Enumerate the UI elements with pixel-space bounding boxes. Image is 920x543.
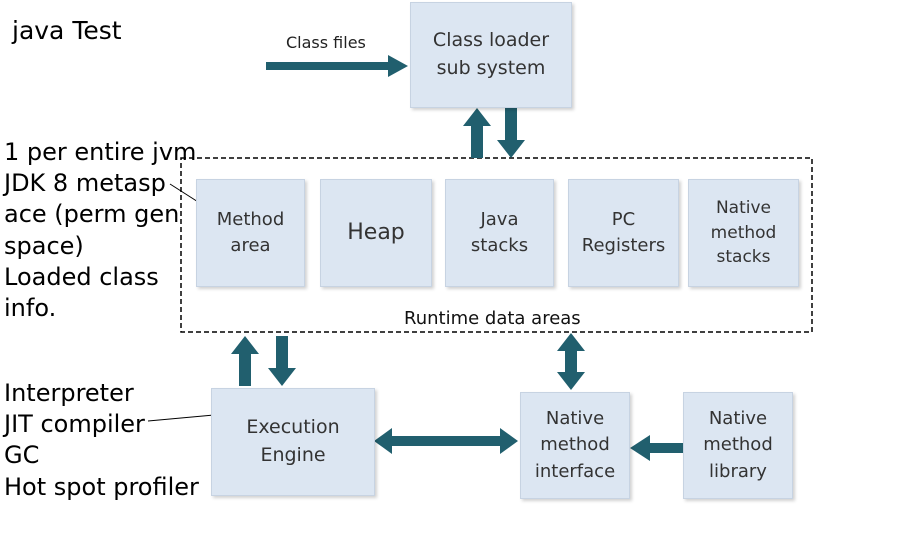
- native-method-library-box: Native method library: [683, 392, 793, 499]
- runtime-data-areas-border: [180, 157, 813, 333]
- native-method-stacks-box: Native method stacks: [688, 179, 799, 287]
- execution-note-connector: [147, 414, 215, 422]
- method-area-box: Method area: [196, 179, 305, 287]
- method-area-note: 1 per entire jvm JDK 8 metasp ace (perm …: [4, 138, 197, 322]
- native-method-interface-box: Native method interface: [520, 392, 630, 499]
- java-stacks-box: Java stacks: [445, 179, 554, 287]
- execution-engine-box: Execution Engine: [211, 388, 375, 496]
- library-to-interface-arrow: [630, 435, 683, 461]
- runtime-to-loader-arrow: [463, 108, 491, 158]
- runtime-data-areas-label: Runtime data areas: [404, 308, 581, 329]
- page-title: java Test: [12, 16, 122, 45]
- engine-native-interface-arrow: [374, 428, 518, 454]
- loader-to-runtime-arrow: [497, 108, 525, 158]
- runtime-native-interface-arrow: [557, 333, 585, 390]
- heap-box: Heap: [320, 179, 432, 287]
- pc-registers-box: PC Registers: [568, 179, 679, 287]
- execution-engine-note: Interpreter JIT compiler GC Hot spot pro…: [4, 379, 199, 501]
- class-files-label: Class files: [286, 33, 366, 52]
- class-files-arrow: [266, 55, 408, 77]
- class-loader-box: Class loader sub system: [410, 2, 572, 108]
- engine-to-runtime-arrow: [231, 336, 259, 386]
- runtime-to-engine-arrow: [268, 336, 296, 386]
